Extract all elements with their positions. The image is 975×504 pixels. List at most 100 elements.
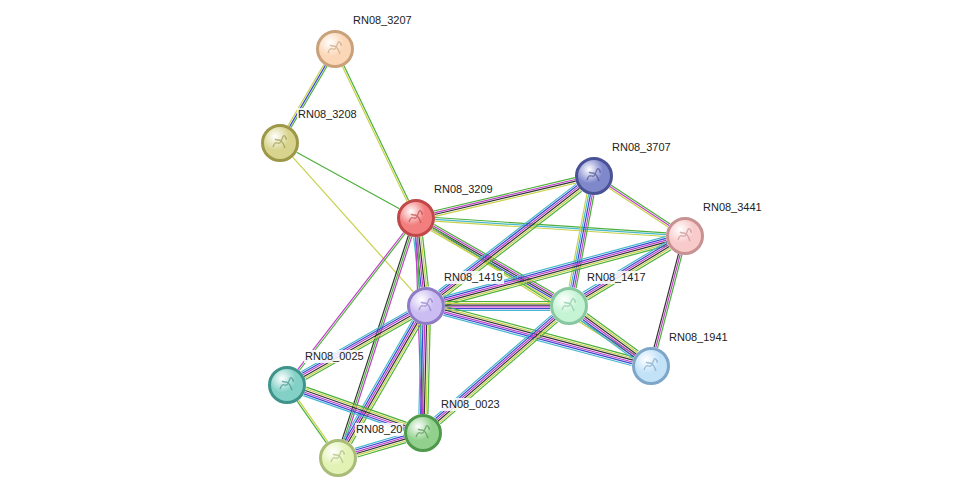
evidence-line xyxy=(293,157,414,292)
evidence-line xyxy=(585,245,669,295)
evidence-line xyxy=(587,248,670,298)
node-label: RN08_3207 xyxy=(352,14,413,27)
evidence-line xyxy=(435,219,666,234)
evidence-edge xyxy=(431,224,555,299)
node-label: RN08_20 xyxy=(355,423,403,436)
node-circle xyxy=(550,287,588,325)
evidence-line xyxy=(609,188,668,227)
evidence-line xyxy=(441,187,579,294)
evidence-line xyxy=(587,314,638,352)
structure-icon xyxy=(559,296,579,316)
structure-icon xyxy=(675,226,695,246)
structure-icon xyxy=(584,166,604,186)
evidence-edge xyxy=(355,434,406,457)
evidence-line xyxy=(445,303,550,304)
protein-node: RN08_1941 xyxy=(632,347,670,385)
evidence-line xyxy=(445,301,550,302)
node-circle xyxy=(404,414,442,452)
node-label: RN08_3208 xyxy=(297,108,358,121)
node-label: RN08_0025 xyxy=(304,350,365,363)
node-label: RN08_1417 xyxy=(586,271,647,284)
evidence-line xyxy=(356,436,405,450)
evidence-line xyxy=(345,321,414,440)
node-circle xyxy=(397,199,435,237)
evidence-edge xyxy=(445,302,550,311)
evidence-line xyxy=(436,316,553,418)
evidence-line xyxy=(443,315,631,365)
node-label: RN08_3707 xyxy=(611,141,672,154)
node-circle xyxy=(319,439,357,477)
evidence-line xyxy=(306,389,406,424)
protein-node: RN08_3208 xyxy=(261,124,299,162)
structure-icon xyxy=(270,133,290,153)
evidence-line xyxy=(438,319,555,421)
structure-icon xyxy=(277,375,297,395)
evidence-edge xyxy=(419,325,430,414)
evidence-line xyxy=(416,237,422,414)
structure-icon xyxy=(325,39,345,59)
evidence-line xyxy=(435,218,666,233)
evidence-line xyxy=(611,185,670,224)
protein-node: RN08_0025 xyxy=(268,366,306,404)
evidence-edge xyxy=(434,315,557,424)
evidence-edge xyxy=(582,314,639,359)
structure-icon xyxy=(413,423,433,443)
evidence-line xyxy=(344,66,409,201)
evidence-line xyxy=(419,325,421,414)
node-circle xyxy=(316,30,354,68)
protein-node: RN08_0023 xyxy=(404,414,442,452)
node-circle xyxy=(575,157,613,195)
evidence-line xyxy=(298,233,404,370)
evidence-edge xyxy=(583,242,671,300)
evidence-line xyxy=(445,306,550,307)
evidence-line xyxy=(437,318,554,420)
evidence-edge xyxy=(293,157,414,292)
evidence-line xyxy=(610,187,669,226)
node-circle xyxy=(268,366,306,404)
evidence-line xyxy=(342,67,407,202)
evidence-line xyxy=(583,319,634,357)
evidence-line xyxy=(440,322,557,424)
evidence-edge xyxy=(609,185,670,227)
node-label: RN08_1941 xyxy=(668,331,729,344)
evidence-line xyxy=(445,308,550,309)
evidence-edge xyxy=(297,400,328,443)
evidence-line xyxy=(586,247,670,297)
evidence-edge xyxy=(342,66,408,202)
evidence-line xyxy=(435,221,666,236)
protein-node: RN08_20 xyxy=(319,439,357,477)
evidence-line xyxy=(583,242,667,292)
node-label: RN08_1419 xyxy=(443,271,504,284)
node-label: RN08_3441 xyxy=(702,201,763,214)
protein-node: RN08_1417 xyxy=(550,287,588,325)
node-label: RN08_3209 xyxy=(433,183,494,196)
structure-icon xyxy=(328,448,348,468)
evidence-line xyxy=(582,321,633,359)
protein-node: RN08_3707 xyxy=(575,157,613,195)
evidence-line xyxy=(434,315,551,417)
evidence-line xyxy=(302,313,408,373)
protein-node: RN08_3207 xyxy=(316,30,354,68)
evidence-line xyxy=(569,194,587,287)
structure-icon xyxy=(416,296,436,316)
node-circle xyxy=(632,347,670,385)
evidence-line xyxy=(586,315,637,353)
evidence-line xyxy=(585,317,636,355)
evidence-line xyxy=(306,387,406,422)
protein-node: RN08_3441 xyxy=(666,217,704,255)
protein-node: RN08_3209 xyxy=(397,199,435,237)
evidence-line xyxy=(439,186,577,293)
evidence-line xyxy=(297,401,326,443)
node-circle xyxy=(261,124,299,162)
evidence-line xyxy=(357,441,406,455)
evidence-line xyxy=(297,152,400,209)
node-circle xyxy=(407,287,445,325)
evidence-line xyxy=(439,321,556,423)
evidence-edge xyxy=(297,152,400,209)
evidence-line xyxy=(355,434,404,448)
evidence-line xyxy=(301,312,407,372)
evidence-line xyxy=(584,244,667,294)
structure-icon xyxy=(406,208,426,228)
node-label: RN08_0023 xyxy=(440,398,501,411)
